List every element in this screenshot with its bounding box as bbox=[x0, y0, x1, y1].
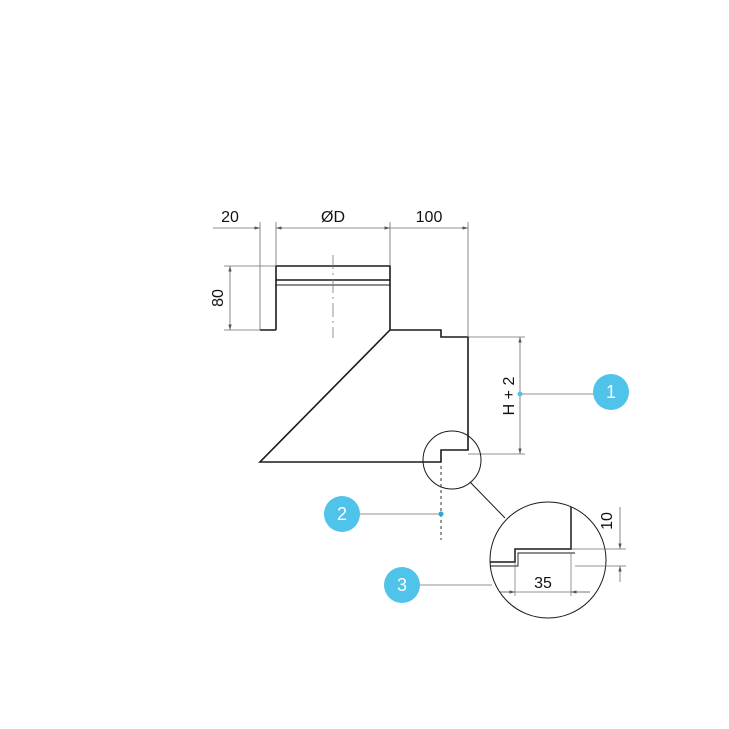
dim-pipe-height: 80 bbox=[210, 289, 227, 307]
detail-marker-circle bbox=[422, 430, 482, 490]
detail-dimension-lines bbox=[500, 507, 626, 594]
callout-2-dot bbox=[438, 511, 444, 517]
detail-view-circle bbox=[489, 501, 607, 619]
callout-3-badge bbox=[384, 567, 420, 603]
callout-2-badge bbox=[324, 496, 360, 532]
callout-1-dot bbox=[517, 391, 523, 397]
dim-left-offset: 20 bbox=[221, 209, 239, 226]
detail-leader bbox=[469, 481, 506, 519]
callout-2-number: 2 bbox=[337, 504, 347, 524]
dim-diameter: ØD bbox=[321, 209, 345, 226]
dimension-lines bbox=[213, 222, 525, 455]
dim-step-height: 10 bbox=[599, 512, 616, 530]
dim-right-offset: 100 bbox=[416, 209, 443, 226]
part-outline bbox=[258, 265, 469, 463]
dim-step-width: 35 bbox=[534, 575, 552, 592]
callout-3-number: 3 bbox=[397, 575, 407, 595]
dim-body-height: H + 2 bbox=[501, 377, 518, 416]
callout-1-number: 1 bbox=[606, 382, 616, 402]
callout-1-badge bbox=[593, 374, 629, 410]
